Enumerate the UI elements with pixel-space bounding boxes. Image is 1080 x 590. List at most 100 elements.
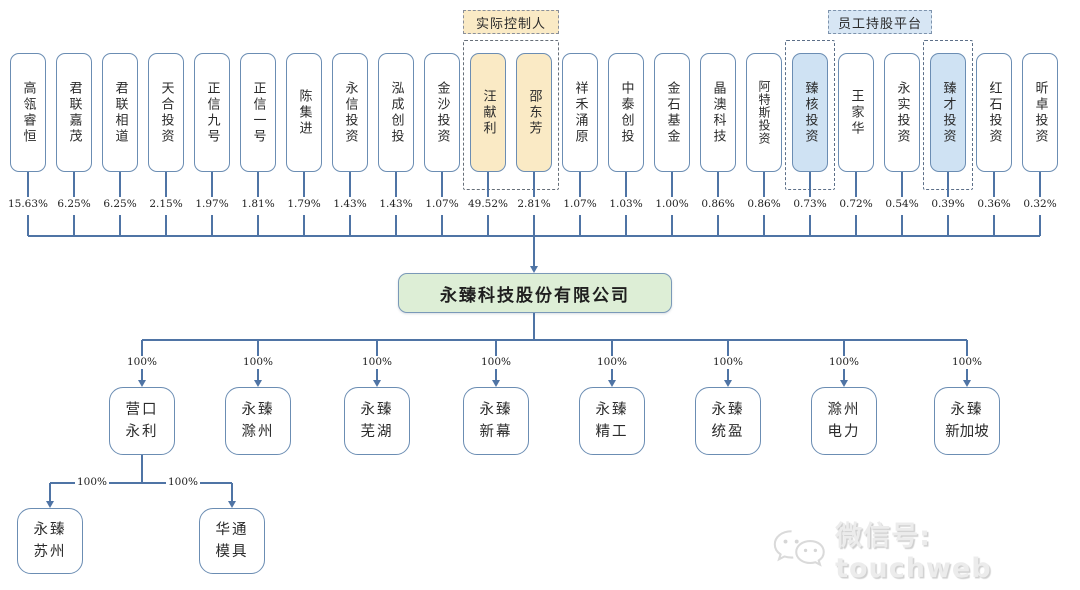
shareholder-connector-top (579, 172, 581, 197)
shareholder-percentage: 1.97% (195, 198, 229, 210)
shareholder-connector-top (303, 172, 305, 197)
company-inflow-stem (533, 236, 535, 267)
grandchild-name-line: 模具 (215, 544, 249, 560)
subsidiary-tick (727, 340, 729, 356)
shareholder-connector-bottom (27, 215, 29, 236)
subsidiary-name-line: 永臻 (479, 401, 513, 418)
subsidiary-arrow (839, 380, 848, 387)
shareholder-connector-bottom (671, 215, 673, 236)
subsidiary-name-line: 滁州 (241, 424, 275, 440)
shareholder-box-21: 臻才投资 (930, 53, 966, 172)
shareholder-connector-bottom (395, 215, 397, 236)
shareholder-percentage: 0.86% (701, 198, 735, 210)
grandchild-arrow (227, 501, 236, 508)
shareholder-box-7: 陈集进 (286, 53, 322, 172)
shareholder-name: 泓成创投 (388, 80, 404, 145)
subsidiary-arrow (253, 380, 262, 387)
shareholder-percentage: 0.54% (885, 198, 919, 210)
shareholder-name: 王家华 (848, 88, 864, 137)
shareholder-connector-top (119, 172, 121, 197)
shareholder-connector-bottom (119, 215, 121, 236)
shareholder-percentage: 1.07% (563, 198, 597, 210)
shareholder-box-9: 泓成创投 (378, 53, 414, 172)
shareholder-percentage: 1.07% (425, 198, 459, 210)
shareholder-name: 高瓴睿恒 (20, 80, 36, 145)
yingkou-outflow-stem (141, 455, 143, 483)
shareholder-connector-bottom (763, 215, 765, 236)
shareholder-percentage: 49.52% (467, 198, 509, 210)
shareholder-percentage: 1.79% (287, 198, 321, 210)
subsidiary-tick (257, 340, 259, 356)
shareholder-connector-top (855, 172, 857, 197)
shareholder-box-6: 正信一号 (240, 53, 276, 172)
shareholder-percentage: 0.39% (931, 198, 965, 210)
shareholder-name: 陈集进 (296, 88, 312, 137)
shareholder-percentage: 1.43% (379, 198, 413, 210)
subsidiary-percentage: 100% (361, 356, 393, 368)
shareholder-percentage: 0.72% (839, 198, 873, 210)
subsidiary-name-line: 永臻 (711, 401, 745, 418)
shareholder-connector-top (441, 172, 443, 197)
subsidiary-name-line: 新幕 (479, 424, 513, 440)
subsidiary-tick (843, 340, 845, 356)
shareholder-name: 君联相道 (112, 80, 128, 145)
grandchild-name-line: 华通 (215, 521, 249, 538)
shareholder-percentage: 2.15% (149, 198, 183, 210)
shareholder-connector-bottom (855, 215, 857, 236)
shareholder-name: 金石基金 (664, 80, 680, 145)
subsidiary-arrow (491, 380, 500, 387)
subsidiary-tick (141, 340, 143, 356)
shareholder-connector-bottom (717, 215, 719, 236)
subsidiary-box-滁州电力: 滁州电力 (811, 387, 877, 455)
shareholder-connector-top (993, 172, 995, 197)
shareholder-percentage: 1.81% (241, 198, 275, 210)
shareholder-percentage: 0.36% (977, 198, 1011, 210)
subsidiary-arrow-line (376, 369, 378, 381)
shareholder-box-4: 天合投资 (148, 53, 184, 172)
shareholder-connector-bottom (1039, 215, 1041, 236)
shareholder-box-19: 王家华 (838, 53, 874, 172)
watermark: 微信号: touchweb (772, 514, 1080, 584)
shareholder-box-3: 君联相道 (102, 53, 138, 172)
shareholder-box-23: 昕卓投资 (1022, 53, 1058, 172)
shareholder-name: 阿特斯投资 (757, 80, 771, 145)
shareholder-connector-top (809, 172, 811, 197)
subsidiary-name-line: 统盈 (711, 424, 745, 440)
shareholder-connector-top (211, 172, 213, 197)
shareholder-connector-bottom (257, 215, 259, 236)
shareholder-box-12: 邵东芳 (516, 53, 552, 172)
shareholder-connector-top (1039, 172, 1041, 197)
shareholder-name: 臻核投资 (802, 80, 818, 145)
subsidiary-arrow (962, 380, 971, 387)
shareholder-connector-bottom (625, 215, 627, 236)
subsidiary-tick (495, 340, 497, 356)
subsidiary-arrow-line (966, 369, 968, 381)
subsidiary-name-line: 永利 (125, 424, 159, 440)
subsidiary-name-line: 芜湖 (360, 424, 394, 440)
shareholder-connector-bottom (73, 215, 75, 236)
esop-platform-label: 员工持股平台 (828, 10, 932, 34)
shareholder-percentage: 0.86% (747, 198, 781, 210)
shareholder-name: 昕卓投资 (1032, 80, 1048, 145)
subsidiary-percentage: 100% (480, 356, 512, 368)
subsidiary-arrow-line (611, 369, 613, 381)
grandchild-name-line: 苏州 (33, 544, 67, 560)
shareholder-connector-top (763, 172, 765, 197)
grandchild-drop-line (231, 483, 233, 501)
shareholder-percentage: 15.63% (7, 198, 49, 210)
shareholder-percentage: 1.43% (333, 198, 367, 210)
shareholder-connector-top (27, 172, 29, 197)
subsidiary-arrow-line (141, 369, 143, 381)
shareholder-connector-top (625, 172, 627, 197)
subsidiary-percentage: 100% (242, 356, 274, 368)
actual-controller-group-outline (463, 40, 559, 190)
shareholder-percentage: 0.32% (1023, 198, 1057, 210)
shareholder-connector-top (487, 172, 489, 197)
shareholder-box-8: 永信投资 (332, 53, 368, 172)
shareholder-box-14: 中泰创投 (608, 53, 644, 172)
shareholder-connector-bottom (947, 215, 949, 236)
subsidiary-name-line: 永臻 (241, 401, 275, 418)
shareholder-box-13: 祥禾涌原 (562, 53, 598, 172)
shareholder-box-2: 君联嘉茂 (56, 53, 92, 172)
shareholder-connector-bottom (579, 215, 581, 236)
